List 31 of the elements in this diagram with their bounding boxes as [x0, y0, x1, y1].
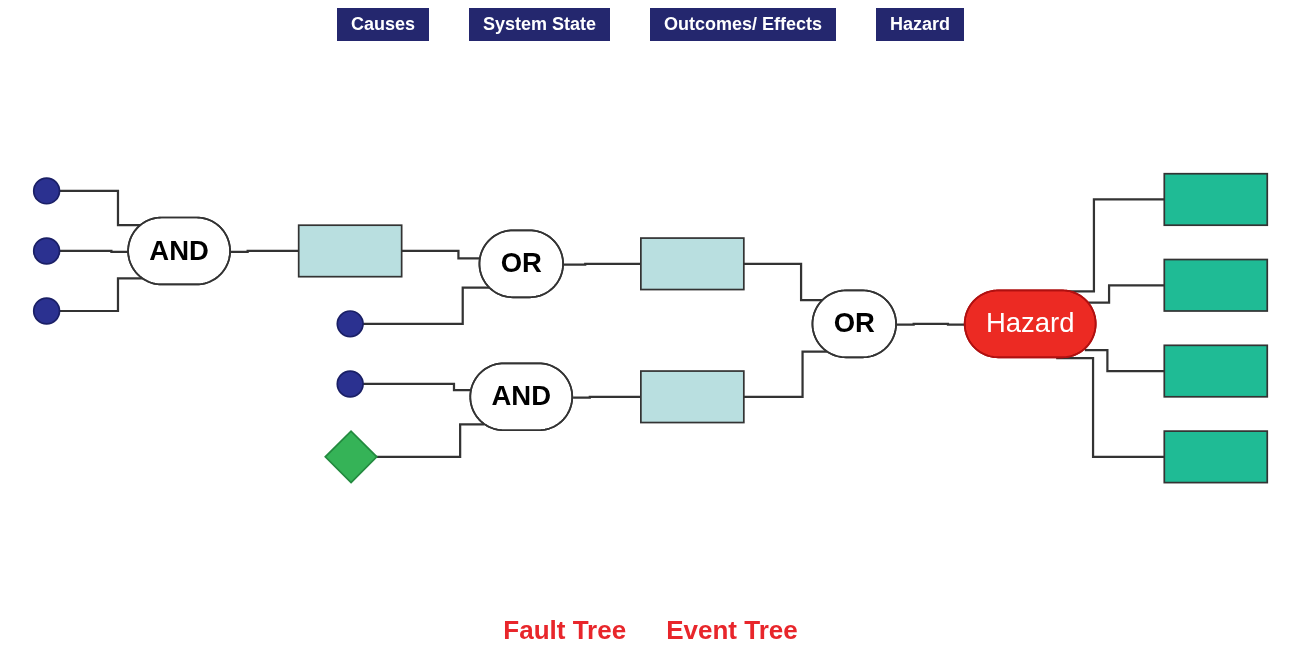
connector [363, 382, 472, 392]
node-circle [336, 309, 364, 338]
connector [563, 262, 641, 266]
connector [573, 395, 641, 399]
node-box [640, 237, 745, 291]
connector [230, 249, 299, 253]
heading-label: System State [468, 8, 610, 41]
connector [1056, 356, 1165, 458]
node-circle [32, 237, 61, 265]
connector [1088, 283, 1165, 304]
section-title: Event Tree [666, 615, 798, 646]
node-diamond [324, 429, 378, 484]
connector [375, 423, 485, 458]
heading-label: Causes [336, 8, 429, 41]
node-box [1163, 430, 1269, 484]
connector [59, 277, 143, 312]
node-circle [32, 297, 61, 325]
node-box [1163, 344, 1269, 398]
section-title: Fault Tree [503, 615, 627, 646]
node-box [297, 224, 403, 278]
node-box [1163, 172, 1269, 226]
connector [743, 350, 827, 398]
node-circle [336, 370, 364, 398]
node-box [640, 370, 745, 424]
heading-label: Outcomes/ Effects [650, 8, 837, 41]
connector [59, 249, 129, 253]
heading-label: Hazard [876, 8, 965, 41]
node-circle [32, 177, 61, 205]
connector [363, 286, 490, 325]
connector [1084, 348, 1165, 372]
node-box [1163, 258, 1269, 312]
